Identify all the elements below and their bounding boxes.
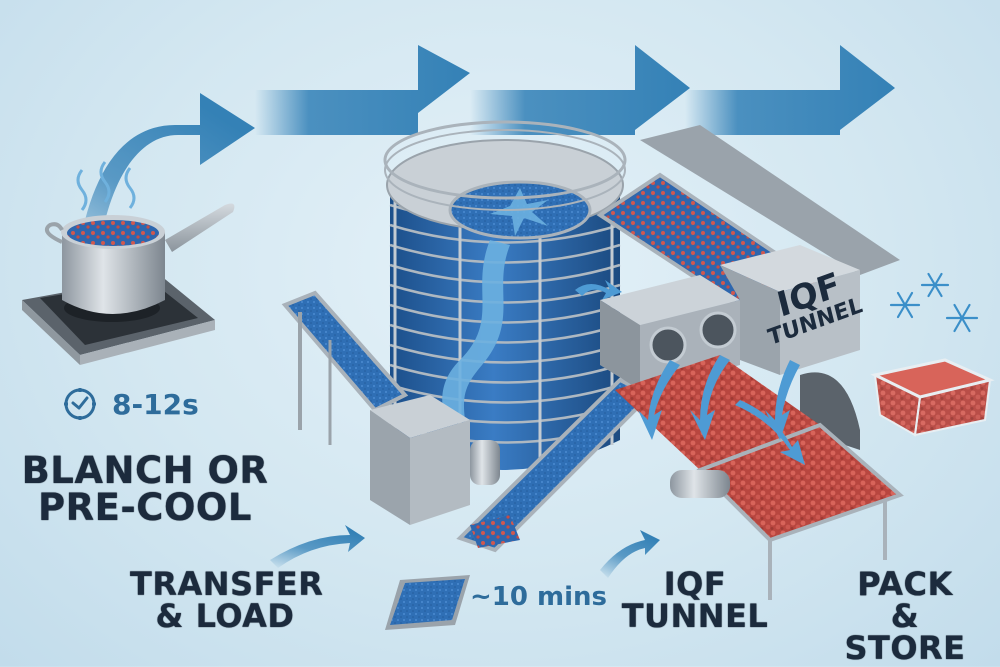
step-label-line: & LOAD bbox=[155, 597, 295, 635]
flow-arrow-3 bbox=[470, 45, 690, 135]
transfer-time-text: ~10 mins bbox=[470, 582, 608, 612]
step-label-line: TUNNEL bbox=[621, 597, 769, 635]
clock-icon bbox=[64, 388, 96, 420]
step-label-line: & STORE bbox=[844, 597, 966, 667]
transfer-arrow bbox=[270, 525, 365, 568]
step-label-line: PACK bbox=[857, 565, 953, 603]
flow-arrow-2 bbox=[255, 45, 470, 135]
motor-cabinet bbox=[370, 395, 500, 525]
berry-container bbox=[870, 358, 995, 437]
blanch-time-text: 8-12s bbox=[112, 387, 199, 421]
flow-arrow-4 bbox=[685, 45, 895, 135]
step-label-line: IQF bbox=[663, 565, 727, 603]
step-label-iqf: IQF TUNNEL bbox=[620, 568, 770, 632]
infeed-conveyor bbox=[281, 290, 409, 445]
blanch-time: 8-12s bbox=[62, 386, 199, 422]
flow-arrow-1 bbox=[75, 93, 255, 290]
step-label-blanch: BLANCH OR PRE-COOL bbox=[20, 452, 270, 526]
pot-on-hob bbox=[22, 161, 235, 365]
step-label-line: PRE-COOL bbox=[38, 486, 252, 529]
tunnel-arrow bbox=[600, 530, 660, 578]
snowflake-icons bbox=[889, 272, 979, 333]
step-label-transfer: TRANSFER & LOAD bbox=[130, 565, 324, 635]
tray-icon bbox=[385, 575, 470, 630]
step-label-line: BLANCH OR bbox=[21, 449, 269, 492]
step-label-line: TRANSFER bbox=[130, 565, 324, 603]
frozen-product-bed bbox=[615, 355, 904, 600]
step-label-pack: PACK & STORE bbox=[825, 568, 985, 664]
